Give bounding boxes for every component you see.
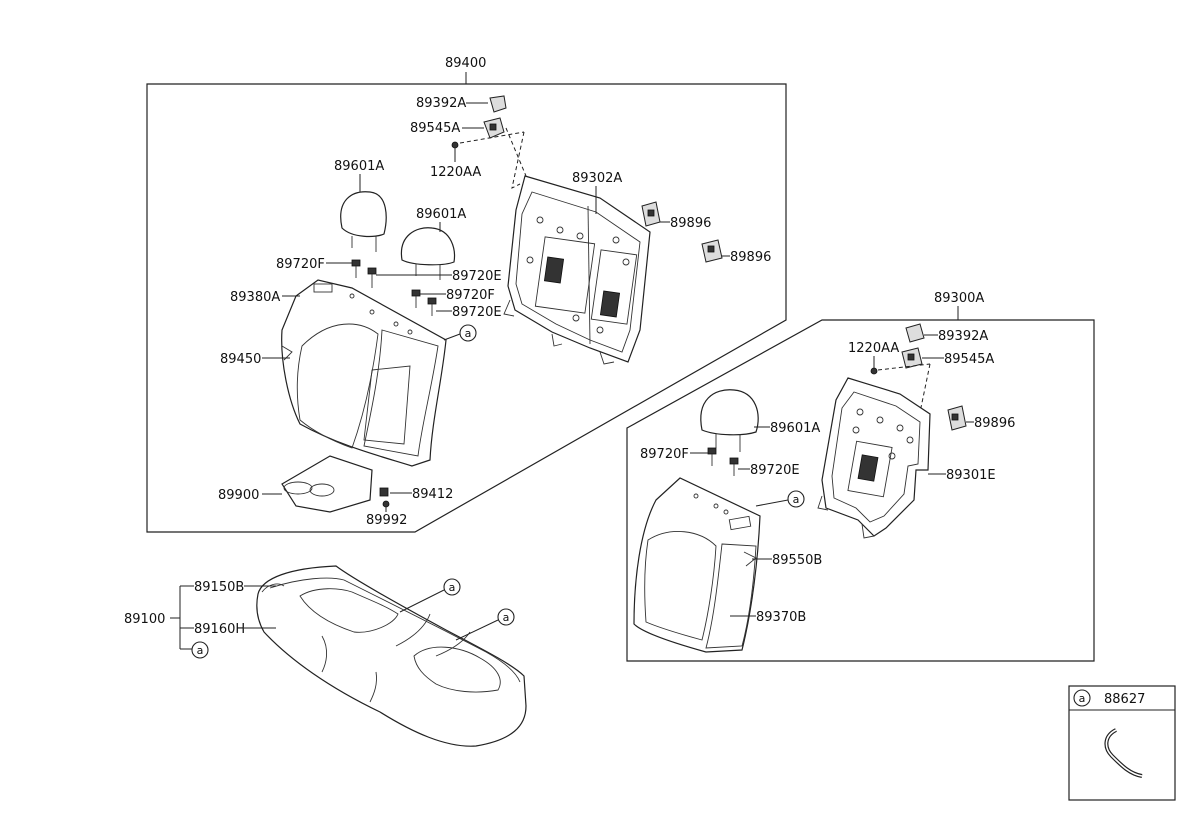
left-guide-e1-label: 89720E [452, 269, 502, 284]
left-guide-e2-label: 89720E [452, 305, 502, 320]
right-frame-label: 89301E [946, 468, 996, 483]
left-bolt-label: 1220AA [430, 165, 481, 180]
cushion-body [256, 565, 527, 747]
cushion-ref-a3-label: a [197, 644, 204, 657]
right-guide-e-label: 89720E [750, 463, 800, 478]
left-frame-label: 89302A [572, 171, 622, 186]
left-armrest-hinge-label: 89412 [412, 487, 453, 502]
cushion-ref-a3-circle [191, 641, 209, 659]
right-guide-a-label: 89392A [938, 329, 988, 344]
left-guide-b-label: 89545A [410, 121, 460, 136]
left-headrest-1-label: 89601A [334, 159, 384, 174]
right-hinge-label: 89896 [974, 416, 1015, 431]
left-guide-f1-label: 89720F [276, 257, 325, 272]
right-headrest-label: 89601A [770, 421, 820, 436]
left-back-cover [281, 279, 447, 467]
right-seatback-frame [817, 377, 931, 539]
legend-ref-label: a [1079, 692, 1086, 705]
left-hinges [641, 201, 723, 263]
left-hinge-2-label: 89896 [730, 250, 771, 265]
left-seatback-frame [503, 175, 651, 365]
cushion-assy-label: 89100 [124, 612, 165, 627]
right-guide-parts [870, 323, 931, 423]
legend-frame [1068, 685, 1176, 801]
left-ref-a-label: a [465, 327, 472, 340]
cushion-pad-label: 89160H [194, 622, 245, 637]
left-armrest [281, 455, 390, 513]
clip-part [1104, 728, 1143, 778]
legend-ref-circle [1073, 689, 1091, 707]
left-headrest-1 [340, 191, 387, 252]
left-headrest-2 [400, 227, 456, 280]
cushion-ref-a1-label: a [449, 581, 456, 594]
guide-a-part [489, 95, 507, 113]
left-armrest-label: 89900 [218, 488, 259, 503]
left-assy-label: 89400 [445, 56, 486, 71]
right-ref-a-circle [787, 490, 805, 508]
right-guide-f-label: 89720F [640, 447, 689, 462]
left-headrest-2-label: 89601A [416, 207, 466, 222]
right-group-frame [626, 319, 1095, 662]
right-bolt-label: 1220AA [848, 341, 899, 356]
cushion-cover-label: 89150B [194, 580, 244, 595]
left-seatback-group: 89400 89302A [146, 56, 787, 533]
left-ref-a-circle [459, 324, 477, 342]
right-assy-label: 89300A [934, 291, 984, 306]
cushion-ref-a1-circle [443, 578, 461, 596]
left-hinge-1-label: 89896 [670, 216, 711, 231]
left-armrest-bolt-label: 89992 [366, 513, 407, 528]
right-guide-b-label: 89545A [944, 352, 994, 367]
cushion-group [256, 565, 527, 747]
right-back-cover [633, 477, 761, 653]
right-headrest [700, 389, 759, 452]
cushion-ref-a2-circle [497, 608, 515, 626]
right-seatback-group: 89300A 89392A 1220AA 89545A 89896 [626, 291, 1095, 662]
left-guide-parts [451, 95, 527, 189]
right-pad-label: 89550B [772, 553, 822, 568]
left-guide-a-label: 89392A [416, 96, 466, 111]
bolt-part [451, 141, 459, 149]
left-guide-f2-label: 89720F [446, 288, 495, 303]
legend-box: a 88627 [1068, 685, 1176, 801]
cushion-ref-a2-label: a [503, 611, 510, 624]
left-back-pad-label: 89450 [220, 352, 261, 367]
legend-part-label: 88627 [1104, 692, 1145, 707]
right-cover-label: 89370B [756, 610, 806, 625]
left-group-frame [146, 83, 787, 533]
left-back-cover-label: 89380A [230, 290, 280, 305]
right-ref-a-label: a [793, 493, 800, 506]
